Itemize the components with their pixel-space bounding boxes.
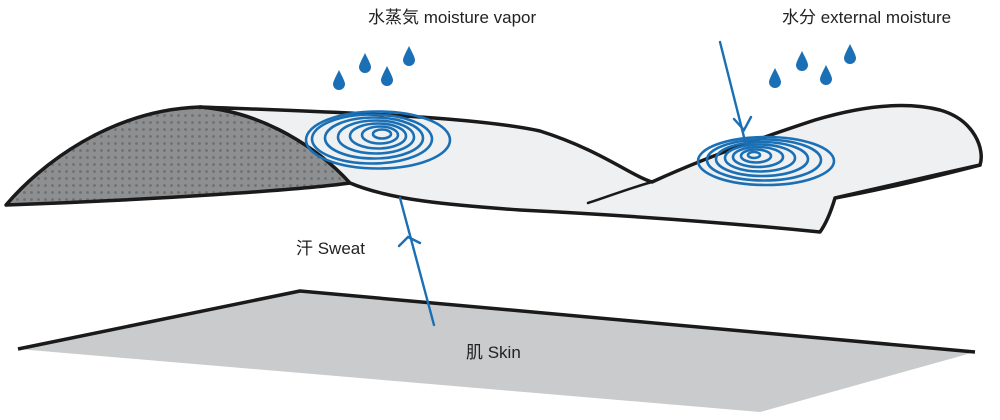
water-drop-icon — [333, 70, 345, 90]
external-moisture-arrow — [718, 40, 753, 147]
sweat-label: 汗 Sweat — [296, 239, 365, 258]
sweat-arrow — [397, 196, 436, 327]
water-drop-icon — [769, 68, 781, 88]
water-drop-icon — [381, 66, 393, 86]
water-drop-icon — [796, 51, 808, 71]
external-moisture-label: 水分 external moisture — [782, 8, 952, 27]
external-droplets — [769, 44, 856, 88]
vapor-spiral — [304, 110, 452, 170]
skin-plane-edge — [17, 289, 976, 354]
skin-label: 肌 Skin — [466, 343, 521, 362]
water-drop-icon — [403, 46, 415, 66]
water-drop-icon — [844, 44, 856, 64]
external-moisture-spiral — [696, 135, 836, 187]
vapor-droplets — [333, 46, 415, 90]
water-drop-icon — [359, 53, 371, 73]
skin-plane — [18, 291, 975, 412]
moisture-vapor-label: 水蒸気 moisture vapor — [368, 8, 537, 27]
water-drop-icon — [820, 65, 832, 85]
membrane-fold-line — [586, 180, 654, 205]
